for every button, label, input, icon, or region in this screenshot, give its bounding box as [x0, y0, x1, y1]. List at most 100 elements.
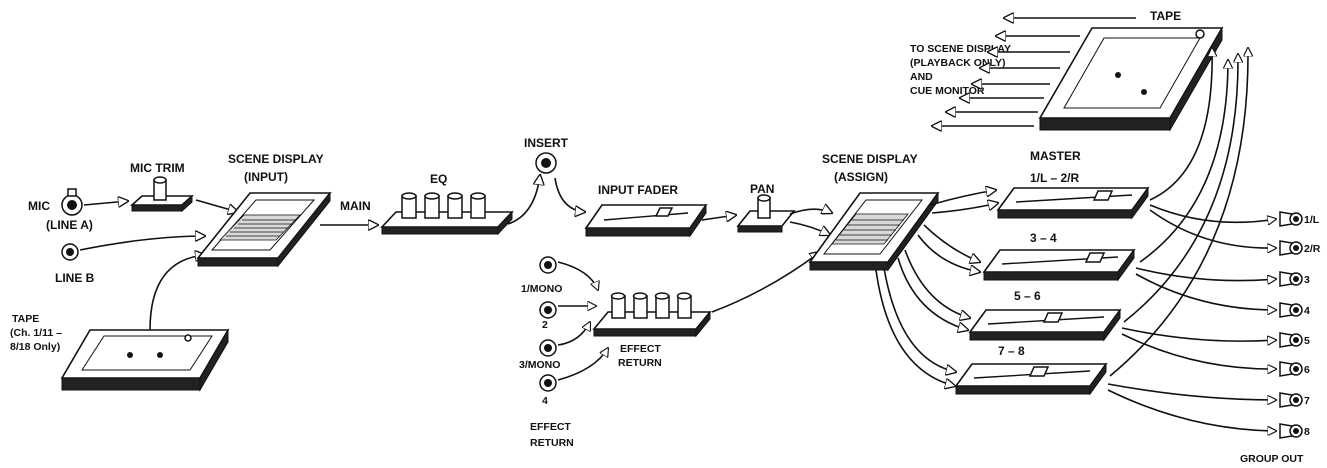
return-3-label: 3/MONO [519, 359, 560, 371]
trim-to-scene-arrow [195, 199, 238, 212]
output-jack-2-icon [1279, 240, 1303, 256]
scene-input-sub: (INPUT) [244, 170, 288, 184]
mic-trim-knob-icon [129, 176, 195, 213]
pan-label: PAN [750, 182, 774, 196]
insert-to-fader-arrow [554, 177, 585, 212]
output-label-5: 5 [1304, 335, 1310, 347]
assign-to-m78-arrow-a [883, 267, 956, 372]
master-to-tape-arc-1 [1149, 48, 1212, 201]
mic-trim-label: MIC TRIM [130, 161, 185, 175]
tape-deck-input-icon [60, 328, 230, 392]
mic-to-trim-arrow [83, 201, 128, 205]
effect-return-label-2: RETURN [618, 357, 662, 369]
output-jack-3-icon [1279, 271, 1303, 287]
return-1-arrow [557, 261, 598, 290]
group-out-jacks: 1/L 2/R 3 4 5 6 7 8 [1279, 211, 1321, 439]
effect-return-jack-4-icon [539, 374, 557, 392]
pan-knob-panel [736, 194, 796, 233]
effect-return-label-1: EFFECT [620, 343, 661, 355]
return-4-label: 4 [542, 395, 548, 407]
return-1-label: 1/MONO [521, 283, 562, 295]
return-4-arrow [557, 348, 608, 381]
return-3-arrow [557, 322, 590, 346]
master-to-tape-arc-4 [1109, 48, 1248, 377]
assign-to-m34-arrow-a [923, 224, 980, 262]
scene-input-title: SCENE DISPLAY [228, 152, 324, 166]
effect-return-jack-1-icon [539, 256, 557, 274]
eq-knobs-panel [380, 192, 514, 236]
output-label-8: 8 [1304, 426, 1310, 438]
out-arrow-1 [1149, 204, 1276, 222]
mic-connector-icon [61, 188, 83, 216]
master-34-label: 3 – 4 [1030, 231, 1057, 245]
output-label-1: 1/L [1304, 214, 1320, 226]
output-jack-8-icon [1279, 423, 1303, 439]
tape-input-channels: (Ch. 1/11 – [10, 327, 62, 339]
tape-input-only: 8/18 Only) [10, 341, 60, 353]
out-arrow-6 [1121, 333, 1276, 369]
to-scene-3: AND [910, 71, 933, 83]
tape-deck-output-icon [1038, 26, 1224, 132]
output-jack-4-icon [1279, 302, 1303, 318]
scene-display-input-panel [196, 191, 332, 268]
output-label-2: 2/R [1304, 243, 1321, 255]
out-arrow-8 [1107, 389, 1276, 431]
output-jack-1-icon [1279, 211, 1303, 227]
output-jack-5-icon [1279, 332, 1303, 348]
master-fader-12 [996, 186, 1150, 220]
assign-to-m56-arrow-b [897, 257, 968, 330]
assign-to-m12-arrow-b [931, 203, 998, 214]
assign-to-m34-arrow-b [917, 234, 980, 272]
output-label-4: 4 [1304, 305, 1310, 317]
master-fader-78 [954, 362, 1108, 396]
group-out-label: GROUP OUT [1240, 453, 1304, 465]
out-arrow-5 [1121, 327, 1276, 341]
output-label-7: 7 [1304, 395, 1310, 407]
master-fader-34 [982, 248, 1136, 282]
line-b-label: LINE B [55, 271, 95, 285]
main-label: MAIN [340, 199, 371, 213]
to-scene-1: TO SCENE DISPLAY [910, 43, 1011, 55]
master-fader-56 [968, 308, 1122, 342]
return-2-label: 2 [542, 319, 548, 331]
master-label: MASTER [1030, 149, 1081, 163]
input-fader-panel [584, 203, 708, 238]
eq-label: EQ [430, 172, 447, 186]
master-78-label: 7 – 8 [998, 344, 1025, 358]
effect-return-knobs-panel [592, 292, 712, 338]
tape-top-label: TAPE [1150, 9, 1181, 23]
out-arrow-2 [1149, 209, 1276, 248]
assign-to-m12-arrow-a [929, 190, 996, 206]
master-12-label: 1/L – 2/R [1030, 171, 1079, 185]
assign-to-m78-arrow-b [875, 269, 955, 386]
line-a-label: (LINE A) [46, 218, 93, 232]
output-jack-6-icon [1279, 361, 1303, 377]
scene-display-assign-panel [808, 191, 940, 272]
line-b-jack-icon [61, 243, 79, 261]
out-arrow-7 [1107, 383, 1276, 400]
to-scene-4: CUE MONITOR [910, 85, 985, 97]
input-fader-label: INPUT FADER [598, 183, 678, 197]
mic-label: MIC [28, 199, 50, 213]
effect-return-jack-2-icon [539, 301, 557, 319]
scene-assign-title: SCENE DISPLAY [822, 152, 918, 166]
lineb-to-scene-arrow [79, 236, 205, 251]
eq-to-insert-arrow [507, 175, 540, 225]
out-arrow-4 [1135, 273, 1276, 310]
effect-return-jack-3-icon [539, 339, 557, 357]
output-jack-7-icon [1279, 392, 1303, 408]
fader-to-pan-arrow [701, 215, 736, 220]
master-to-tape-arc-2 [1139, 60, 1228, 263]
scene-assign-sub: (ASSIGN) [834, 170, 888, 184]
output-label-3: 3 [1304, 274, 1310, 286]
tape-input-label: TAPE [12, 313, 39, 325]
tape-to-scene-arrow [149, 255, 205, 331]
pan-to-assign-arrow-2 [789, 221, 830, 235]
assign-to-m56-arrow-a [904, 249, 970, 318]
effect-to-assign-arrow [711, 252, 820, 313]
pan-to-assign-arrow-1 [789, 209, 832, 215]
out-arrow-3 [1135, 267, 1276, 281]
effect-return-bottom-2: RETURN [530, 437, 574, 449]
effect-return-bottom-1: EFFECT [530, 421, 571, 433]
